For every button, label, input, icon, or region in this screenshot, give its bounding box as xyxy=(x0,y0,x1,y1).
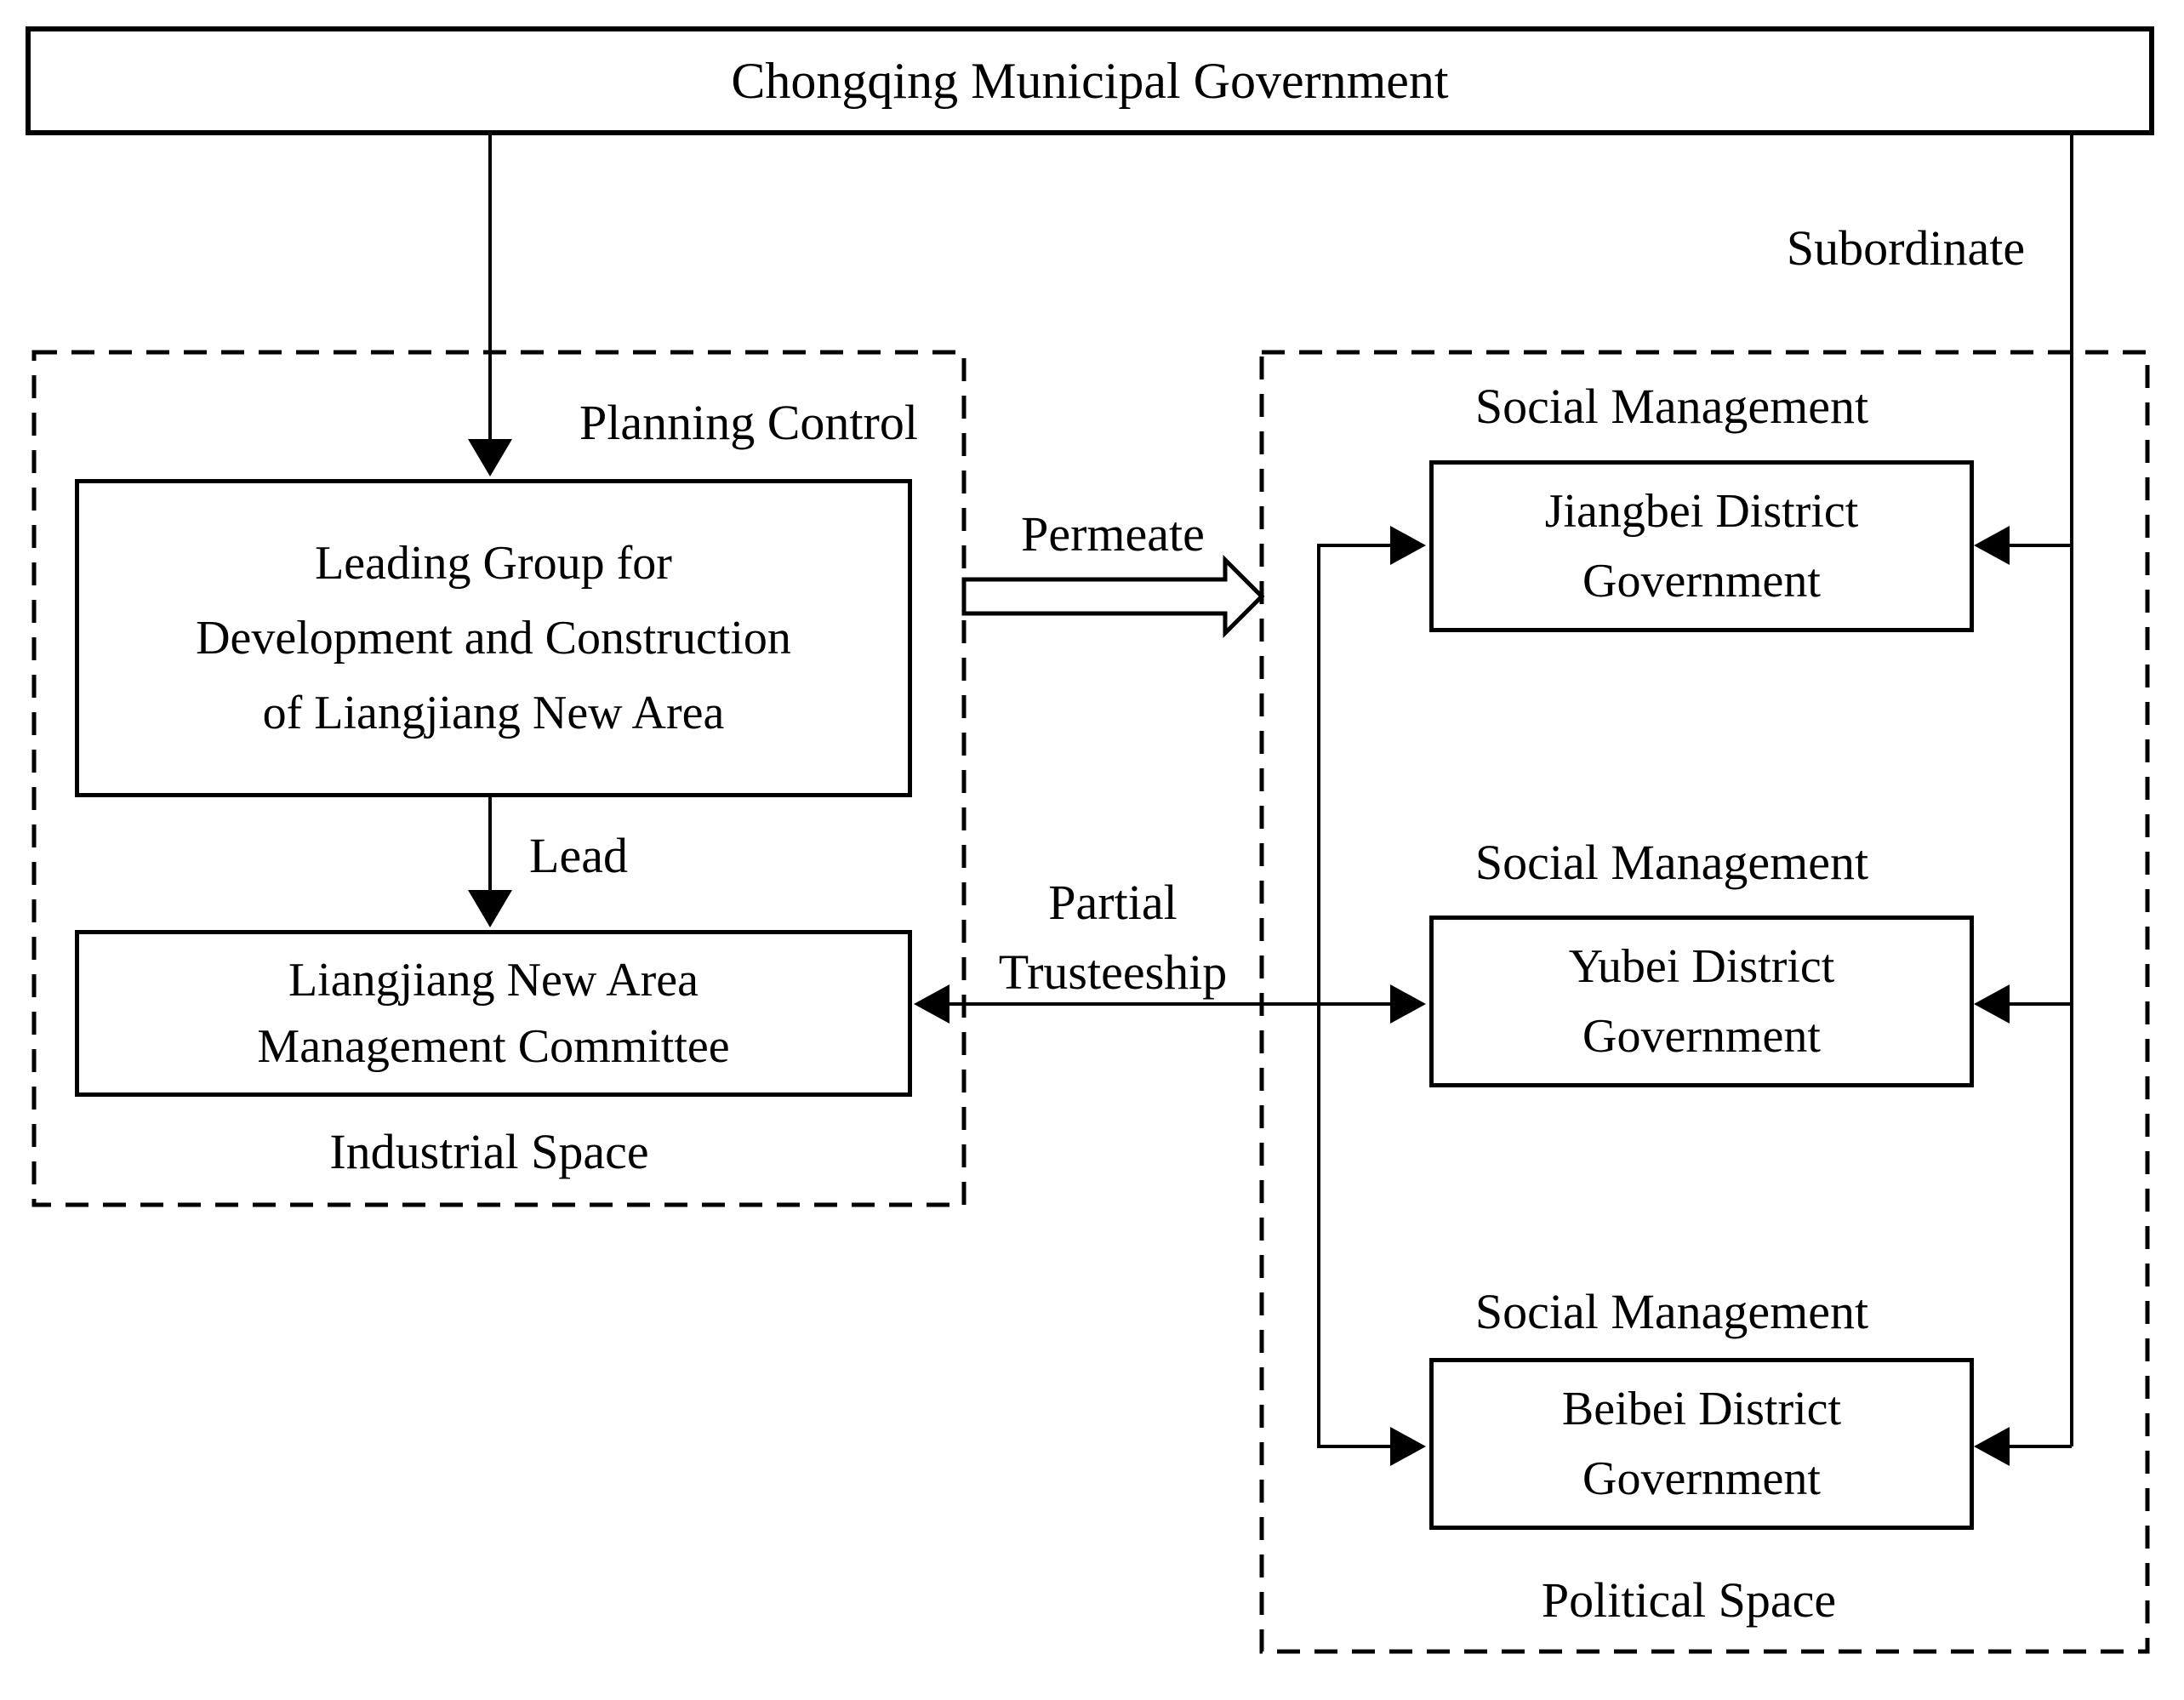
jiangbei-left-arrowhead-right-icon xyxy=(1390,526,1426,565)
region-label-political-space: Political Space xyxy=(1541,1572,1837,1629)
node-line: of Liangjiang New Area xyxy=(262,687,725,739)
node-jiangbei-district-government: Jiangbei District Government xyxy=(1429,460,1974,632)
political-space-dashed-outline xyxy=(1259,350,2150,1654)
edge-label-social-management-beibei: Social Management xyxy=(1474,1284,1869,1340)
edge-label-partial-trusteeship: Partial Trusteeship xyxy=(999,868,1228,1007)
lead-arrowhead-down-icon xyxy=(468,890,512,927)
node-beibei-district-government: Beibei District Government xyxy=(1429,1358,1974,1530)
node-leading-group: Leading Group for Development and Constr… xyxy=(75,479,912,797)
node-line: Yubei District xyxy=(1568,940,1835,993)
edge-label-planning-control: Planning Control xyxy=(579,395,918,451)
node-line: Beibei District xyxy=(1561,1383,1842,1435)
node-management-committee: Liangjiang New Area Management Committee xyxy=(75,930,912,1097)
node-chongqing-municipal-government: Chongqing Municipal Government xyxy=(26,26,2154,135)
region-label-industrial-space: Industrial Space xyxy=(329,1124,649,1180)
industrial-space-dashed-outline xyxy=(31,350,967,1207)
node-line: Leading Group for xyxy=(315,537,672,590)
district-trunk-line xyxy=(1317,544,1404,1448)
node-line: Government xyxy=(1582,555,1821,608)
edge-label-permeate: Permeate xyxy=(1021,506,1205,562)
edge-label-line: Trusteeship xyxy=(998,944,1228,1000)
planning-control-arrowhead-down-icon xyxy=(468,439,512,476)
node-line: Government xyxy=(1582,1010,1821,1063)
beibei-left-arrowhead-right-icon xyxy=(1390,1427,1426,1466)
edge-label-line: Partial xyxy=(1048,875,1178,930)
node-line: Development and Construction xyxy=(196,612,791,665)
node-line: Government xyxy=(1582,1452,1821,1505)
edge-label-social-management-jiangbei: Social Management xyxy=(1474,379,1869,435)
permeate-hollow-arrow-icon xyxy=(961,554,1265,639)
edge-label-social-management-yubei: Social Management xyxy=(1474,835,1869,891)
partial-trusteeship-arrowhead-right-icon xyxy=(1390,984,1426,1024)
edge-label-subordinate: Subordinate xyxy=(1786,220,2026,277)
node-line: Liangjiang New Area xyxy=(288,954,699,1007)
yubei-right-arrowhead-left-icon xyxy=(1974,984,2010,1024)
node-title: Chongqing Municipal Government xyxy=(731,53,1449,109)
edge-label-lead: Lead xyxy=(529,828,628,884)
beibei-right-arrowhead-left-icon xyxy=(1974,1427,2010,1466)
node-yubei-district-government: Yubei District Government xyxy=(1429,916,1974,1087)
node-line: Jiangbei District xyxy=(1544,485,1859,538)
jiangbei-right-arrowhead-left-icon xyxy=(1974,526,2010,565)
node-line: Management Committee xyxy=(257,1020,730,1073)
partial-trusteeship-arrowhead-left-icon xyxy=(914,984,949,1024)
